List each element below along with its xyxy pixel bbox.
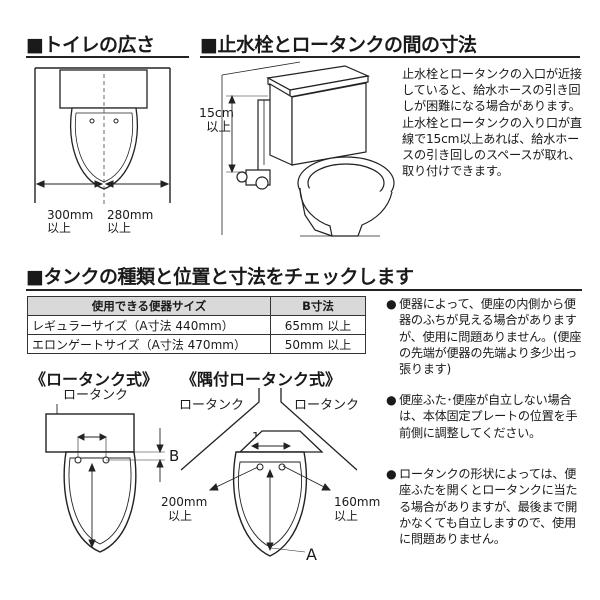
- corner-tank-shape: [238, 430, 324, 453]
- table-cell-size: レギュラーサイズ（A寸法 440mm）: [27, 315, 271, 335]
- corner-tank-label-right: ロータンク: [294, 398, 360, 413]
- valve-paragraph-1: 止水栓とロータンクの入口が近接していると、給水ホースの引き回しが困難になる場合が…: [402, 67, 582, 114]
- table-header-size: 使用できる便器サイズ: [27, 296, 271, 316]
- corner-tank-label-left: ロータンク: [179, 398, 245, 413]
- table-row: レギュラーサイズ（A寸法 440mm） 65mm 以上: [27, 315, 366, 335]
- note-item: ● 便座ふた･便座が自立しない場合は、本体固定プレートの位置を手前側に調整してく…: [386, 392, 582, 441]
- note-item: ● 便器によって、便座の内側から便器のふちが見える場合がありますが、使用に問題あ…: [386, 296, 582, 377]
- valve-dim-above: 以上: [206, 119, 232, 134]
- corner-tank-title: 《隅付ロータンク式》: [181, 370, 342, 389]
- bowl-size-table: 使用できる便器サイズ B寸法 レギュラーサイズ（A寸法 440mm） 65mm …: [27, 296, 366, 354]
- valve-paragraph-2: 止水栓とロータンクの入り口が直線で15cm以上あれば、給水ホースの引き回しのスペ…: [402, 115, 582, 179]
- table-cell-b: 50mm 以上: [270, 334, 366, 354]
- rear-tank-title: 《ロータンク式》: [30, 370, 159, 389]
- table-row: エロンゲートサイズ（A寸法 470mm） 50mm 以上: [27, 334, 366, 354]
- section-divider: [26, 289, 582, 291]
- room-left-dim: 300mm: [47, 208, 94, 222]
- room-walls: [34, 67, 171, 203]
- table-header-row: 使用できる便器サイズ B寸法: [27, 296, 366, 316]
- corner-tank-label-a: A: [306, 545, 317, 564]
- corner-tank-dim-left-above: 以上: [168, 509, 193, 523]
- note-text: 便座ふた･便座が自立しない場合は、本体固定プレートの位置を手前側に調整してくださ…: [399, 393, 578, 440]
- room-right-above: 以上: [107, 221, 132, 235]
- note-text: 便器によって、便座の内側から便器のふちが見える場合がありますが、使用に問題ありま…: [399, 297, 582, 377]
- table-cell-size: エロンゲートサイズ（A寸法 470mm）: [27, 334, 271, 354]
- rear-tank-label: ロータンク: [63, 388, 129, 403]
- rear-tank-label-b: B: [169, 447, 180, 465]
- bullet-icon: ●: [386, 297, 397, 311]
- room-dimension-arrows: [35, 180, 170, 188]
- corner-tank-dim-left: 200mm: [161, 495, 208, 509]
- table-header-b: B寸法: [270, 296, 366, 316]
- section-title-valve-distance: ■止水栓とロータンクの間の寸法: [200, 34, 477, 56]
- section-divider: [26, 56, 189, 58]
- corner-tank-dim-right: 160mm: [334, 495, 381, 509]
- note-item: ● ロータンクの形状によっては、便座ふたを開くとロータンクに当たる場合があります…: [386, 466, 582, 547]
- room-right-dim: 280mm: [107, 208, 154, 222]
- section-title-tank-types: ■タンクの種類と位置と寸法をチェックします: [26, 266, 414, 288]
- valve-explanation: 止水栓とロータンクの入口が近接していると、給水ホースの引き回しが困難になる場合が…: [402, 66, 582, 179]
- section-divider: [200, 56, 580, 58]
- corner-tank-dim-right-above: 以上: [334, 509, 359, 523]
- section-title-toilet-space: ■トイレの広さ: [26, 34, 155, 56]
- valve-dim-15cm: 15cm: [199, 105, 234, 120]
- bullet-icon: ●: [386, 393, 397, 407]
- bullet-icon: ●: [386, 467, 397, 481]
- note-text: ロータンクの形状によっては、便座ふたを開くとロータンクに当たる場合がありますが、…: [399, 467, 578, 547]
- room-left-above: 以上: [47, 221, 72, 235]
